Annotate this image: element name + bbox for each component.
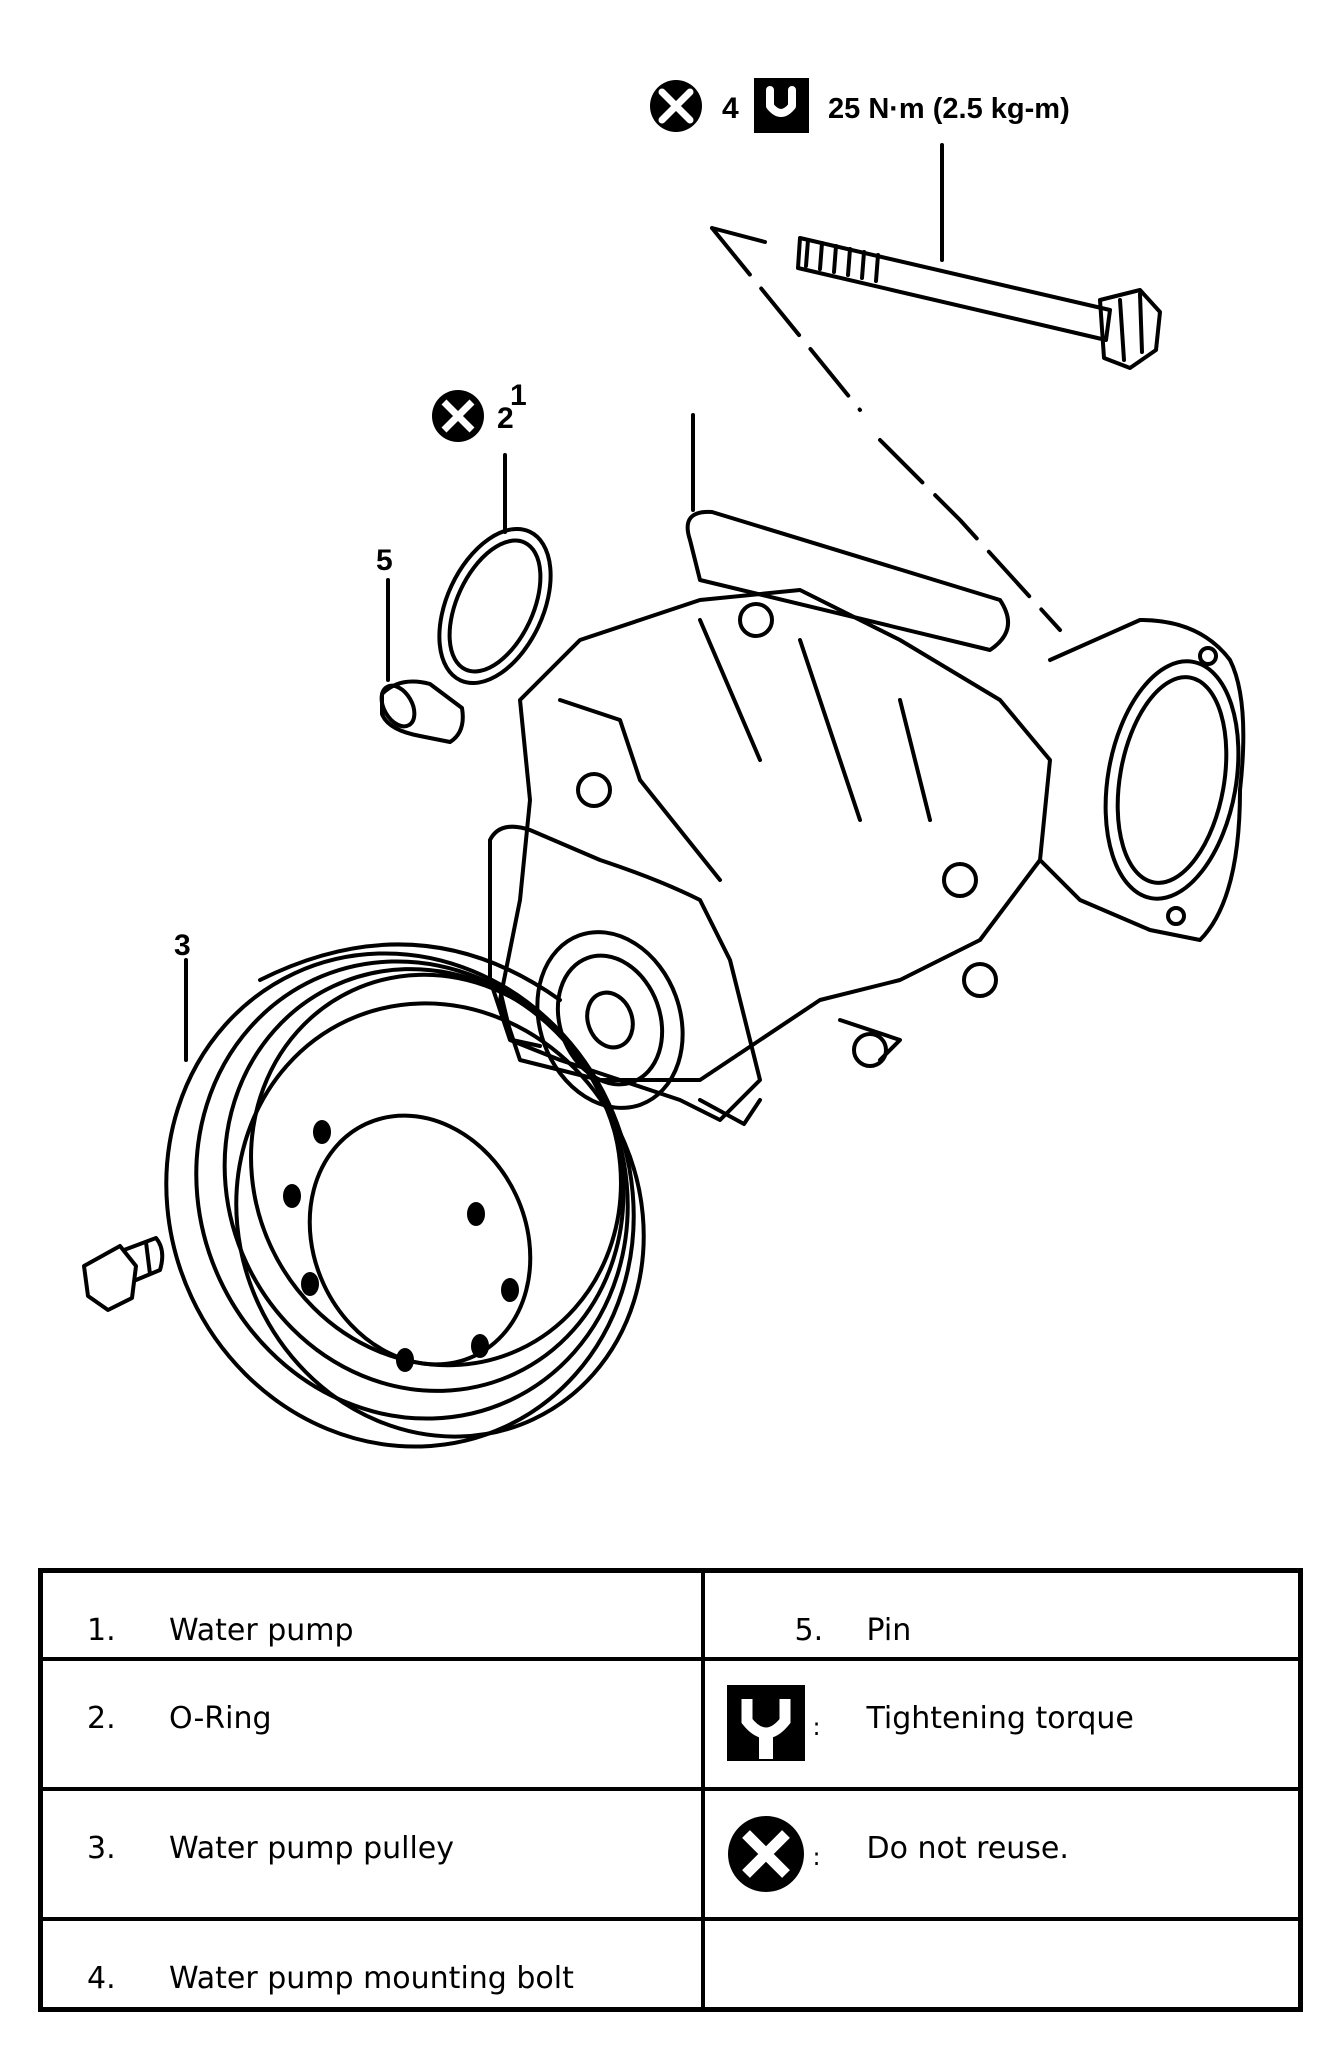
do-not-reuse-icon (727, 1816, 804, 1892)
legend-label: Pin (866, 1613, 912, 1648)
legend-number: 1. (87, 1613, 116, 1648)
legend-number: 3. (87, 1831, 116, 1866)
legend-colon: : (812, 1843, 821, 1871)
legend-row: 3. Water pump pulley : Do not reuse. (38, 1787, 1303, 1921)
legend-label: Tightening torque (866, 1701, 1134, 1736)
water-pump-pulley-drawing (164, 942, 646, 1449)
torque-wrench-icon (754, 78, 809, 133)
torque-spec-text: 25 N·m (2.5 kg-m) (828, 93, 1070, 125)
legend-row: 1. Water pump 5. Pin (38, 1568, 1303, 1661)
legend-row: 4. Water pump mounting bolt (38, 1917, 1303, 2012)
legend-number: 4. (87, 1961, 116, 1996)
legend-label: Do not reuse. (866, 1831, 1069, 1866)
legend-label: Water pump pulley (169, 1831, 455, 1866)
legend-label: Water pump (169, 1613, 354, 1648)
callout-5: 5 (376, 544, 393, 577)
pulley-bolt-drawing (82, 1236, 165, 1312)
pin-drawing (379, 679, 465, 744)
legend-number: 2. (87, 1701, 116, 1736)
mounting-bolt-drawing (796, 236, 1162, 370)
o-ring-drawing (437, 526, 553, 686)
legend-empty-cell (705, 1921, 1299, 2007)
bolt-guide-line (710, 226, 1062, 632)
legend-label: O-Ring (169, 1701, 272, 1736)
callout-2: 2 (497, 402, 514, 435)
water-pump-exploded-diagram: 1 2 3 4 5 25 N·m (2.5 kg-m) (82, 78, 1246, 1449)
parts-legend-table: 1. Water pump 5. Pin 2. O-Ring : Tighten… (38, 1568, 1303, 2012)
water-pump-drawing (488, 413, 1246, 1126)
callout-3: 3 (174, 929, 191, 962)
legend-row: 2. O-Ring : Tightening torque (38, 1657, 1303, 1791)
torque-wrench-icon (726, 1685, 805, 1761)
do-not-reuse-icon (432, 390, 484, 442)
callout-1: 1 (510, 379, 527, 412)
callout-4: 4 (722, 92, 739, 125)
legend-colon: : (812, 1713, 821, 1741)
do-not-reuse-icon (650, 80, 702, 132)
legend-label: Water pump mounting bolt (169, 1961, 574, 1996)
legend-number: 5. (794, 1613, 824, 1648)
